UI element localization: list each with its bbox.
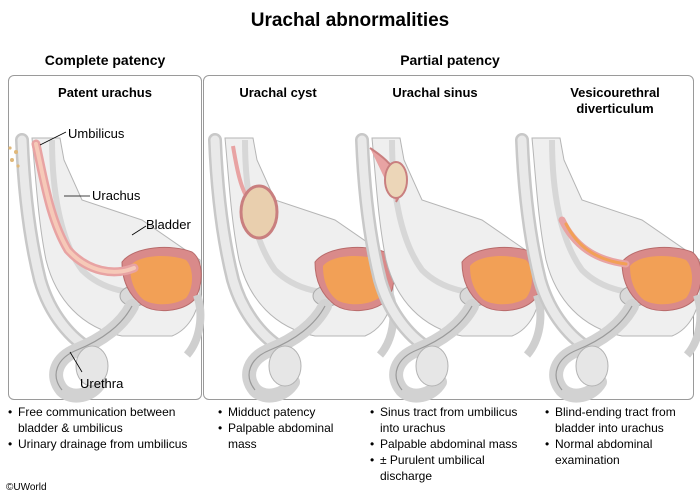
bullet-item: Palpable abdominal mass bbox=[218, 420, 358, 452]
column-title-patent-urachus: Patent urachus bbox=[58, 85, 152, 100]
bullets-urachal-cyst: Midduct patency Palpable abdominal mass bbox=[218, 404, 358, 452]
bullet-item: Palpable abdominal mass bbox=[370, 436, 530, 452]
column-title-urachal-cyst: Urachal cyst bbox=[239, 85, 317, 100]
bullets-patent-urachus: Free communication between bladder & umb… bbox=[8, 404, 200, 452]
bullet-item: Sinus tract from umbilicus into urachus bbox=[370, 404, 530, 436]
copyright-footer: ©UWorld bbox=[6, 482, 47, 493]
bullet-item: Urinary drainage from umbilicus bbox=[8, 436, 200, 452]
column-title-urachal-sinus: Urachal sinus bbox=[392, 85, 478, 100]
group-heading-partial: Partial patency bbox=[400, 52, 500, 68]
bullet-item: Blind-ending tract from bladder into ura… bbox=[545, 404, 695, 436]
column-title-line2: diverticulum bbox=[576, 101, 654, 116]
bullets-vesicourethral-diverticulum: Blind-ending tract from bladder into ura… bbox=[545, 404, 695, 468]
bullet-item: Normal abdominal examination bbox=[545, 436, 695, 468]
bullet-item: ± Purulent umbilical discharge bbox=[370, 452, 530, 484]
label-urachus: Urachus bbox=[92, 188, 141, 203]
page-title: Urachal abnormalities bbox=[250, 10, 450, 31]
group-heading-complete: Complete patency bbox=[44, 52, 166, 68]
column-title-vesicourethral-diverticulum: Vesicourethral diverticulum bbox=[540, 85, 690, 117]
label-bladder: Bladder bbox=[146, 217, 191, 232]
bullets-urachal-sinus: Sinus tract from umbilicus into urachus … bbox=[370, 404, 530, 484]
label-umbilicus: Umbilicus bbox=[68, 126, 125, 141]
bullet-item: Midduct patency bbox=[218, 404, 358, 420]
bullet-item: Free communication between bladder & umb… bbox=[8, 404, 200, 436]
column-title-line1: Vesicourethral bbox=[570, 85, 660, 100]
label-urethra: Urethra bbox=[80, 376, 124, 391]
